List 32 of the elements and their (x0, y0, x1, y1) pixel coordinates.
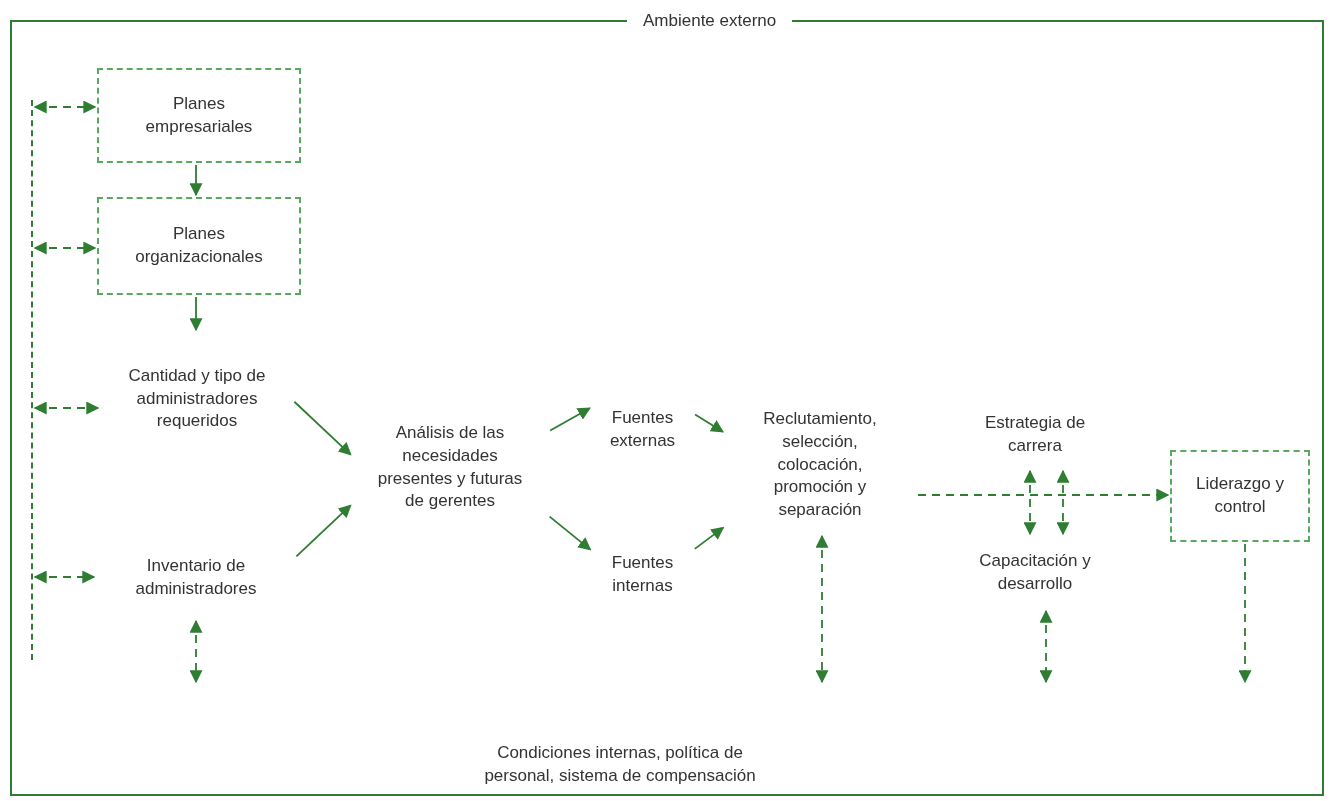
node-text: Capacitación y desarrollo (955, 540, 1115, 605)
node-text: Fuentes internas (595, 540, 690, 610)
double-arrow (189, 619, 203, 684)
double-arrow (33, 401, 100, 415)
arrow (694, 413, 724, 433)
arrow (295, 504, 352, 558)
double-arrow (1056, 469, 1070, 536)
node-text: Condiciones internas, política de personal, sistema de compensación (430, 738, 810, 792)
arrow (549, 407, 591, 432)
dashed-box: Planes organizacionales (97, 197, 301, 295)
node-text: Análisis de las necesidades presentes y futuras de gerentes (355, 405, 545, 530)
double-arrow (33, 570, 96, 584)
arrow (548, 515, 592, 551)
double-arrow (33, 100, 97, 114)
node-text: Inventario de administradores (100, 540, 292, 615)
node-text: Cantidad y tipo de administradores requeridos (104, 336, 290, 462)
double-arrow (1039, 609, 1053, 684)
arrow (189, 296, 203, 332)
node-text: Fuentes externas (595, 395, 690, 465)
arrow (189, 164, 203, 197)
dashed-vertical-line (31, 100, 35, 660)
dashed-box: Planes empresariales (97, 68, 301, 163)
arrow (293, 400, 352, 456)
double-arrow (33, 241, 97, 255)
node-text: Estrategia de carrera (960, 405, 1110, 465)
node-text: Reclutamiento, selección, colocación, promoción y separación (728, 400, 912, 530)
double-arrow (815, 534, 829, 684)
arrow (917, 488, 1170, 502)
arrow (693, 526, 725, 550)
arrow (1238, 543, 1252, 684)
dashed-box: Liderazgo y control (1170, 450, 1310, 542)
double-arrow (1023, 469, 1037, 536)
